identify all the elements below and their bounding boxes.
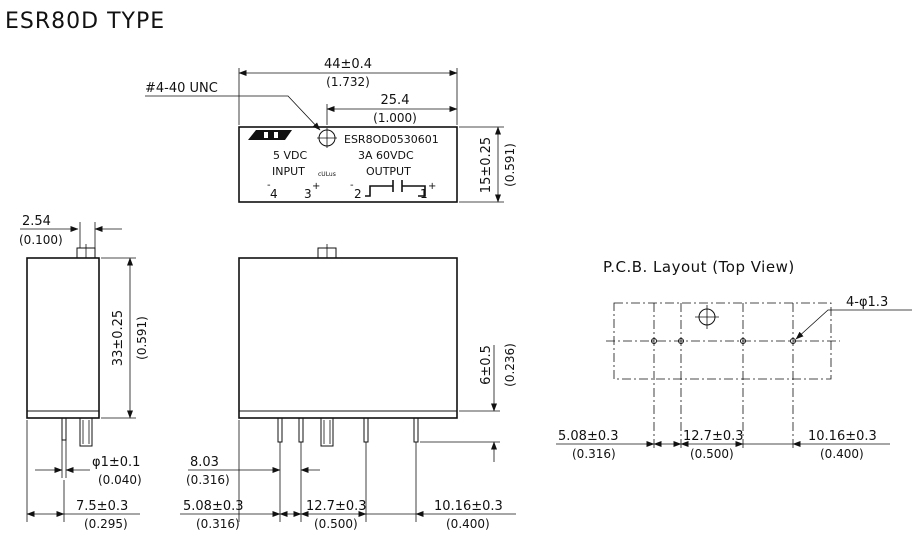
pcb-dim-c: 10.16±0.3 bbox=[808, 429, 877, 444]
switch-symbol bbox=[365, 180, 426, 197]
dim-height: 33±0.25 bbox=[111, 310, 126, 366]
screw-leader bbox=[145, 95, 321, 131]
dim-hole-offset-in: (1.000) bbox=[373, 111, 417, 125]
front-pin-4 bbox=[277, 417, 283, 443]
output-rating: 3A 60VDC bbox=[358, 149, 414, 162]
pin4-number: 4 bbox=[270, 187, 278, 201]
pin1-number: 1 bbox=[420, 187, 428, 201]
pcb-hole bbox=[678, 338, 684, 344]
front-pin-3 bbox=[298, 417, 304, 443]
output-label: OUTPUT bbox=[366, 165, 411, 178]
pcb-layout: P.C.B. Layout (Top View) 4-φ1.3 5.08±0.3… bbox=[556, 258, 912, 461]
dim-pin-dia-in: (0.040) bbox=[98, 473, 142, 487]
side-view: 2.54 (0.100) 33±0.25 (0.591) φ1±0.1 (0.0… bbox=[19, 214, 149, 531]
dim-left: 8.03 bbox=[190, 455, 219, 470]
input-voltage: 5 VDC bbox=[273, 149, 307, 162]
dim-width: 15±0.25 bbox=[479, 137, 494, 193]
dim-length: 44±0.4 bbox=[324, 57, 372, 72]
front-pin-2 bbox=[363, 417, 369, 443]
pin1-sign: + bbox=[428, 181, 436, 192]
dim-pin-dia: φ1±0.1 bbox=[92, 455, 140, 470]
dim-height-in: (0.591) bbox=[135, 316, 149, 360]
drawing-title: ESR80D TYPE bbox=[5, 9, 165, 34]
dim-pin-offset: 2.54 bbox=[22, 214, 51, 229]
side-pin bbox=[61, 417, 67, 441]
front-view: 6±0.5 (0.236) 8.03 (0.316) 5.08±0.3 (0.3… bbox=[180, 244, 517, 531]
pin3-number: 3 bbox=[304, 187, 312, 201]
pcb-dim-b-in: (0.500) bbox=[690, 447, 734, 461]
screw-label: #4-40 UNC bbox=[145, 81, 218, 96]
brand-logo bbox=[248, 130, 292, 140]
front-pin-1 bbox=[413, 417, 419, 443]
pcb-hole bbox=[790, 338, 796, 344]
pcb-dim-b: 12.7±0.3 bbox=[683, 429, 744, 444]
top-view: 44±0.4 (1.732) 25.4 (1.000) #4-40 UNC ES… bbox=[145, 57, 517, 203]
dim-pin-height-in: (0.236) bbox=[503, 343, 517, 387]
dim-a: 5.08±0.3 bbox=[183, 499, 244, 514]
dim-c-in: (0.400) bbox=[446, 517, 490, 531]
dim-left-in: (0.316) bbox=[186, 473, 230, 487]
dim-pin-offset-in: (0.100) bbox=[19, 233, 63, 247]
dim-pin-height: 6±0.5 bbox=[479, 345, 494, 385]
pin2-sign: - bbox=[350, 180, 354, 191]
front-screw bbox=[320, 417, 334, 447]
dim-c: 10.16±0.3 bbox=[434, 499, 503, 514]
pin2-number: 2 bbox=[354, 187, 362, 201]
dim-length-in: (1.732) bbox=[326, 75, 370, 89]
dim-pin-pos: 7.5±0.3 bbox=[76, 499, 128, 514]
pcb-title: P.C.B. Layout (Top View) bbox=[603, 258, 795, 276]
pcb-dim-a-in: (0.316) bbox=[572, 447, 616, 461]
pcb-dim-c-in: (0.400) bbox=[820, 447, 864, 461]
pin4-sign: - bbox=[267, 180, 271, 191]
relay-front-outline bbox=[238, 257, 458, 419]
pin3-sign: + bbox=[312, 181, 320, 192]
pcb-hole bbox=[740, 338, 746, 344]
pcb-dim-a: 5.08±0.3 bbox=[558, 429, 619, 444]
dim-width-in: (0.591) bbox=[503, 143, 517, 187]
input-label: INPUT bbox=[272, 165, 305, 178]
dim-hole-offset: 25.4 bbox=[381, 93, 410, 108]
relay-side-outline bbox=[26, 257, 100, 419]
part-number: ESR8OD0530601 bbox=[344, 133, 439, 146]
dim-b-in: (0.500) bbox=[314, 517, 358, 531]
ul-mark: cULus bbox=[318, 171, 336, 178]
dim-pin-pos-in: (0.295) bbox=[84, 517, 128, 531]
pcb-hole bbox=[651, 338, 657, 344]
relay-top-outline bbox=[238, 126, 458, 203]
dim-b: 12.7±0.3 bbox=[306, 499, 367, 514]
side-screw bbox=[79, 417, 93, 447]
dim-a-in: (0.316) bbox=[196, 517, 240, 531]
pcb-holes-label: 4-φ1.3 bbox=[846, 295, 888, 310]
